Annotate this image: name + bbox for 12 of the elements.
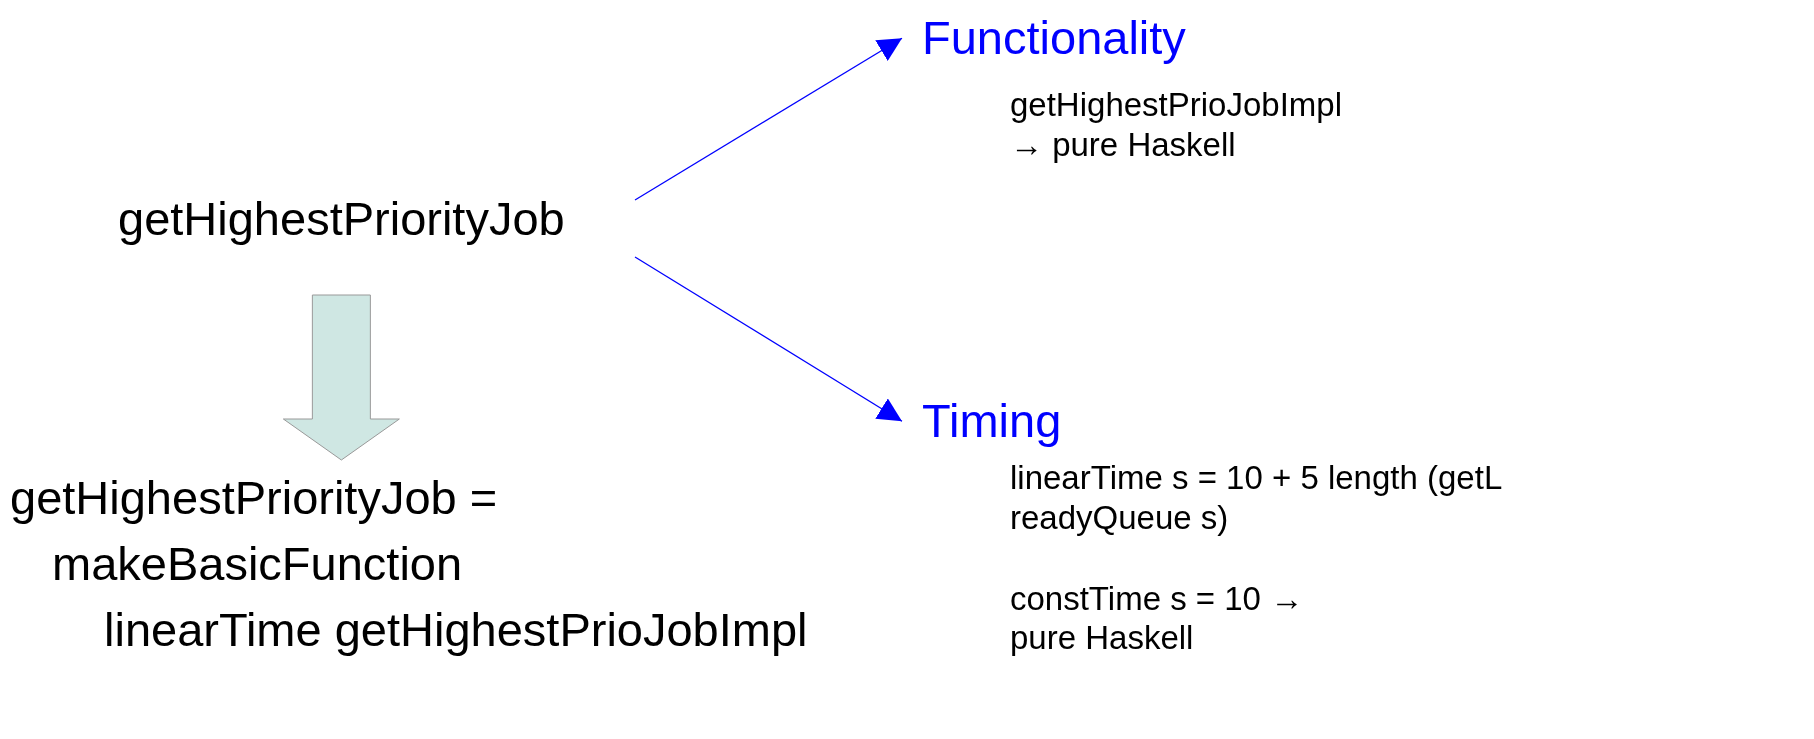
arrow	[634, 37, 903, 201]
code-line: linearTime getHighestPrioJobImpl	[104, 602, 808, 658]
code-line: makeBasicFunction	[52, 536, 463, 592]
code-line: getHighestPriorityJob =	[10, 470, 498, 526]
section-heading: Functionality	[922, 10, 1186, 66]
function-name: getHighestPriorityJob	[118, 191, 565, 247]
code-text: getHighestPrioJobImpl → pure Haskell	[1010, 85, 1343, 165]
arrow	[634, 256, 903, 422]
section-heading: Timing	[922, 393, 1062, 449]
code-text: linearTime s = 10 + 5 length (getL readyQueue s)	[1010, 458, 1503, 538]
code-text: constTime s = 10 → pure Haskell	[1010, 578, 1305, 658]
block-arrow	[282, 294, 400, 461]
